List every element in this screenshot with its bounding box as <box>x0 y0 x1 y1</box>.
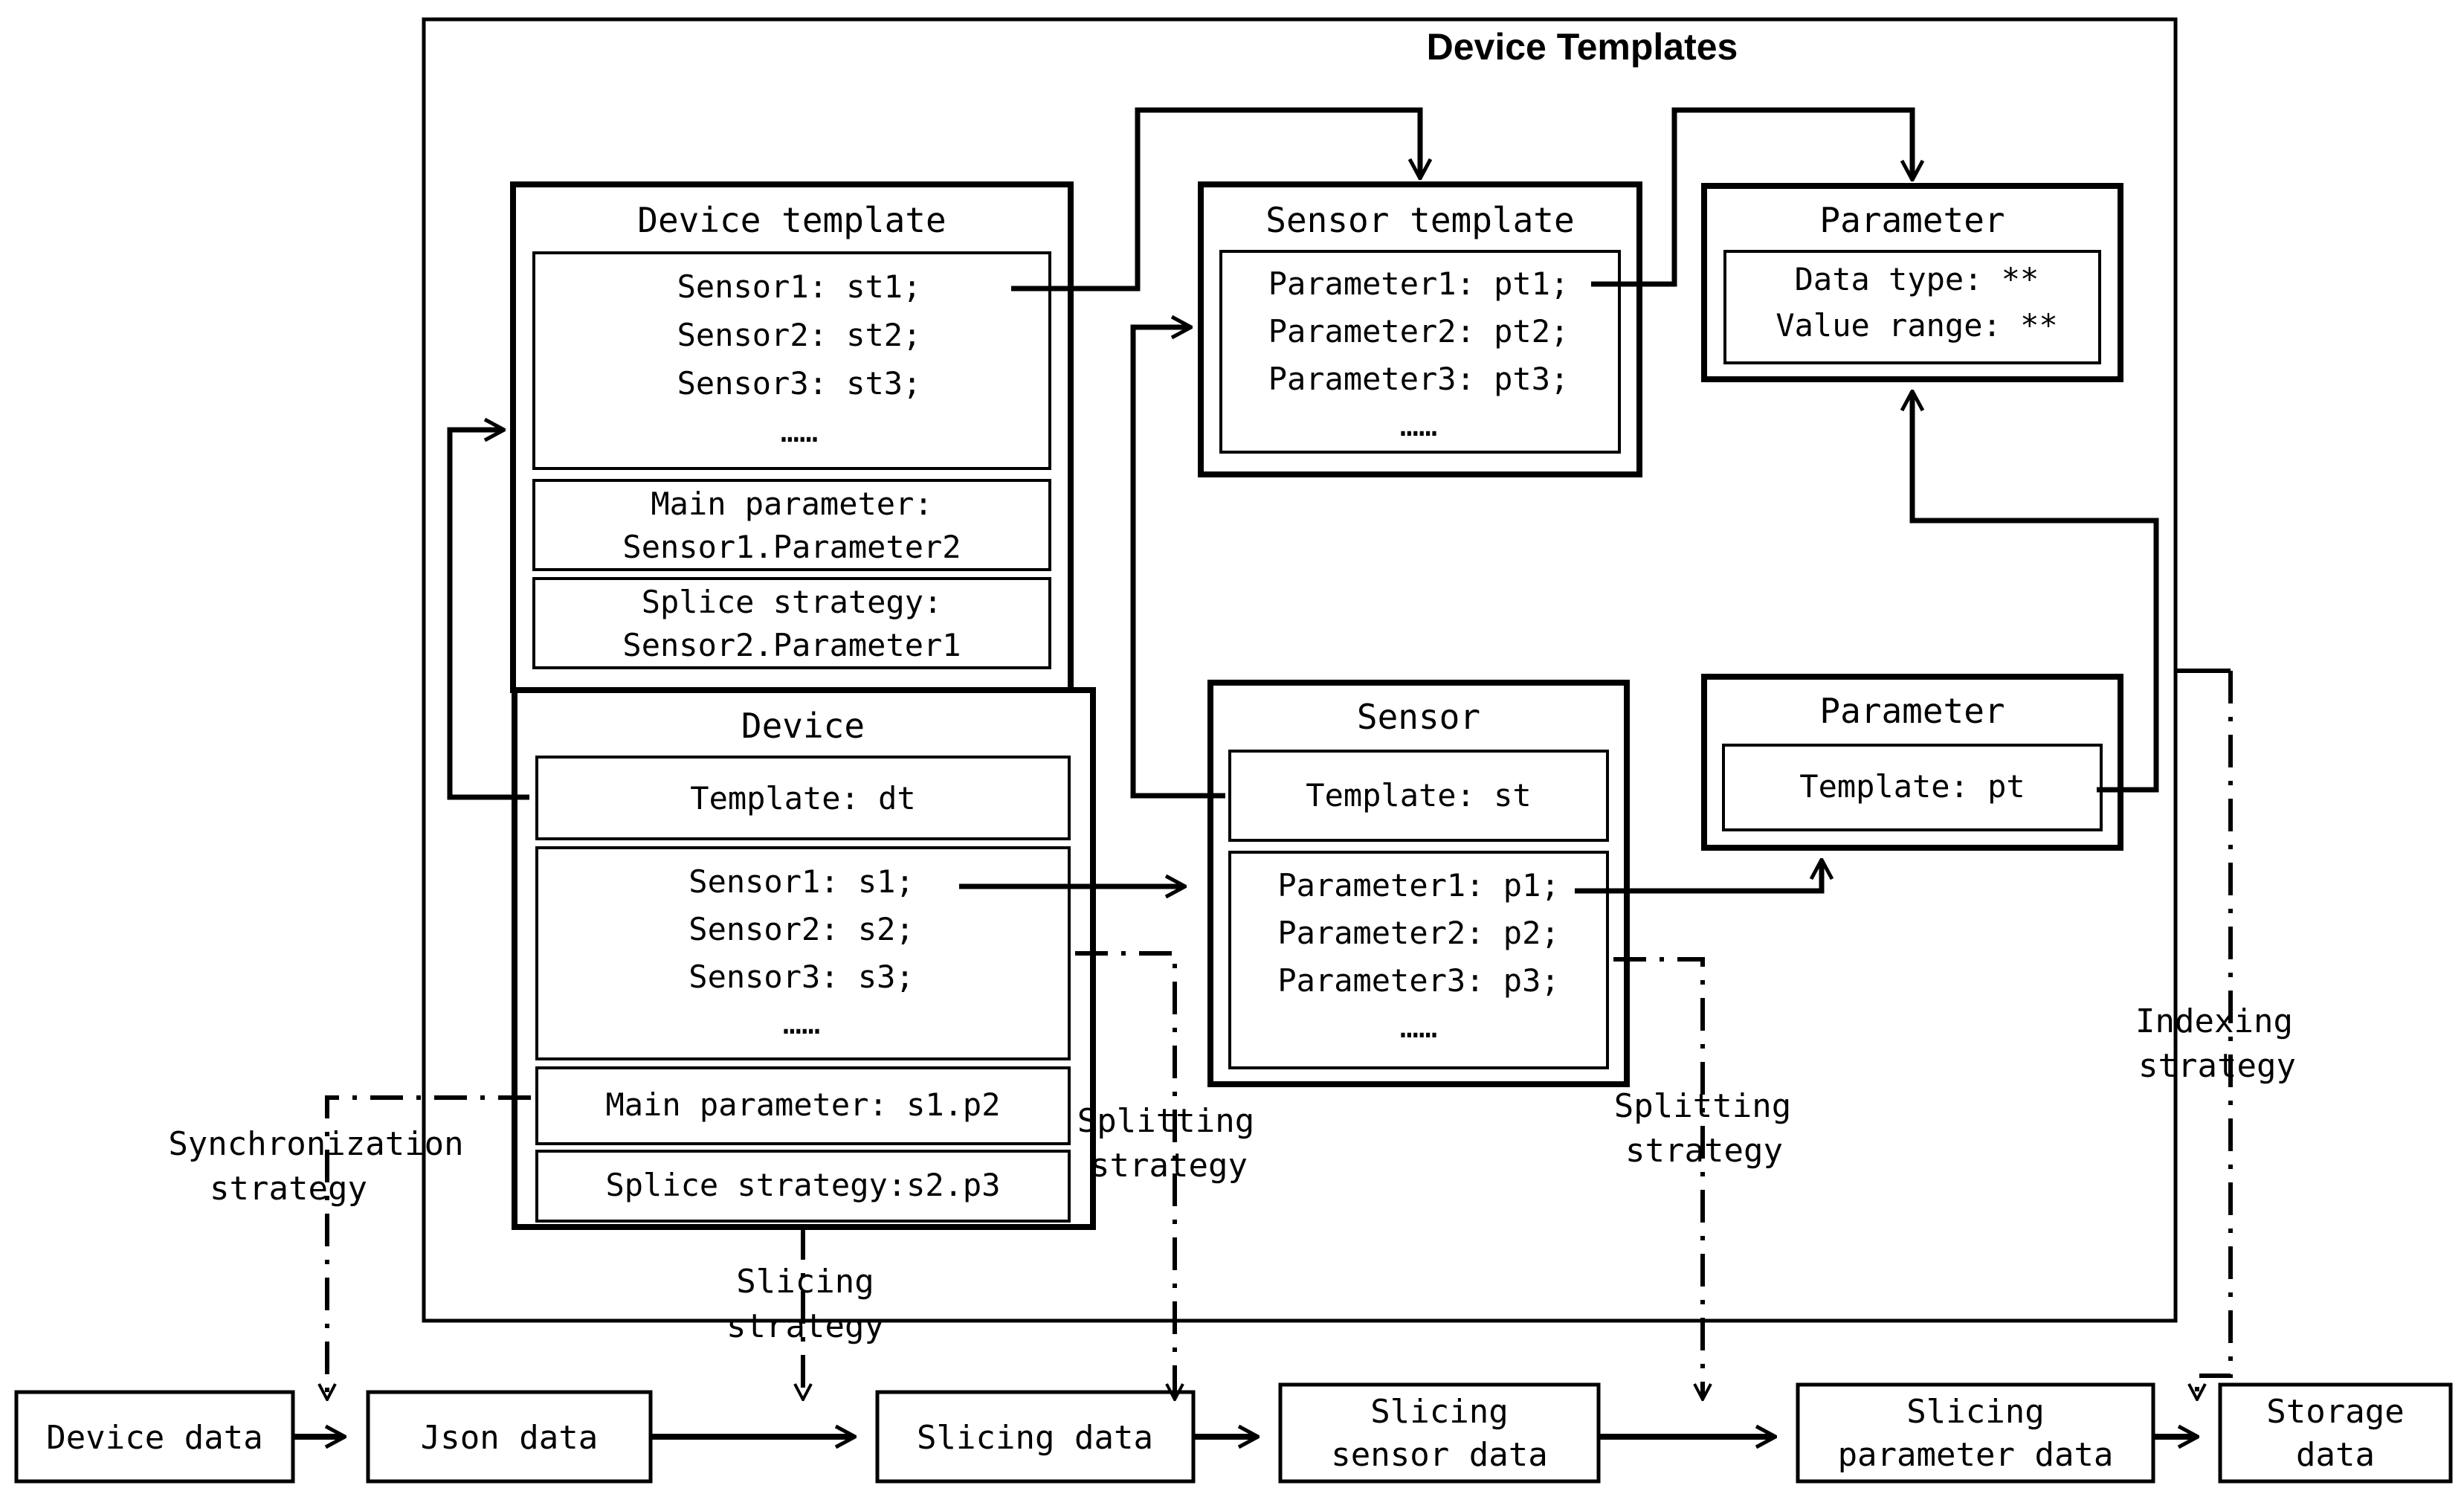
page-title: Device Templates <box>1427 26 1738 68</box>
sensor-template-parameter-1: Parameter1: pt1; <box>1268 265 1570 302</box>
connector-sensor-template-to-parameter-template <box>1591 107 1912 287</box>
sensor-header: Sensor <box>1357 697 1480 737</box>
slicing-strategy-line2: strategy <box>726 1307 884 1345</box>
device-template-field-value: Template: dt <box>690 780 915 817</box>
pipeline-node-storage-data-line2: data <box>2296 1436 2375 1474</box>
label-slicing-strategy: Slicing strategy <box>726 1263 884 1345</box>
connector-device-template-to-sensor-template <box>1011 107 1420 292</box>
device-template-sensor-list <box>532 251 1051 470</box>
parameter-template-header: Parameter <box>1819 200 2005 240</box>
sensor-template-box: Sensor template Parameter1: pt1; Paramet… <box>1198 181 1642 477</box>
device-template-splice-strategy-value: Sensor2.Parameter1 <box>622 627 961 663</box>
device-sensor-3: Sensor3: s3; <box>688 959 914 995</box>
device-template-sensor-3: Sensor3: st3; <box>677 365 922 402</box>
sensor-parameter-1: Parameter1: p1; <box>1277 867 1559 904</box>
device-sensor-list <box>535 846 1071 1060</box>
device-template-sensor-2: Sensor2: st2; <box>677 317 922 353</box>
connector-sensor-to-parameter <box>1575 861 1822 894</box>
connector-parameter-to-parameter-template <box>1912 393 2159 793</box>
device-template-sensor-ellipsis: …… <box>781 413 819 449</box>
device-box: Device Template: dt Sensor1: s1; Sensor2… <box>512 687 1096 1230</box>
device-splice-strategy <box>535 1150 1071 1223</box>
device-template-splice-strategy <box>532 577 1051 669</box>
label-synchronization-strategy: Synchronization strategy <box>168 1125 463 1208</box>
pipeline-node-slicing-parameter-data-line1: Slicing <box>1906 1393 2044 1431</box>
sensor-parameter-list <box>1228 851 1609 1069</box>
connector-sensor-to-sensor-template <box>1130 327 1225 799</box>
device-template-splice-strategy-label: Splice strategy: <box>642 584 943 620</box>
device-main-parameter <box>535 1066 1071 1145</box>
pipeline-node-slicing-sensor-data <box>1278 1382 1601 1484</box>
sensor-parameter-2: Parameter2: p2; <box>1277 915 1559 951</box>
line-splitting-strategy-left <box>1075 951 1175 1398</box>
line-indexing-strategy <box>2197 671 2233 1398</box>
splitting-strategy-left-line2: strategy <box>1090 1147 1248 1185</box>
device-template-header: Device template <box>637 200 946 240</box>
splitting-strategy-right-line2: strategy <box>1625 1132 1783 1170</box>
pipeline-node-device-data-label: Device data <box>46 1419 262 1457</box>
device-template-box: Device template Sensor1: st1; Sensor2: s… <box>510 181 1074 693</box>
device-template-main-parameter <box>532 479 1051 571</box>
device-template-main-parameter-label: Main parameter: <box>651 486 932 522</box>
device-template-sensor-1: Sensor1: st1; <box>677 268 922 305</box>
label-indexing-strategy: Indexing strategy <box>2135 1002 2296 1085</box>
sensor-template-header: Sensor template <box>1265 200 1574 240</box>
sensor-template-field-value: Template: st <box>1306 777 1531 814</box>
device-splice-strategy-value: Splice strategy:s2.p3 <box>605 1167 1000 1203</box>
device-sensor-ellipsis: …… <box>783 1005 821 1041</box>
label-splitting-strategy-right: Splitting strategy <box>1614 1087 1791 1170</box>
parameter-header: Parameter <box>1819 691 2005 731</box>
device-sensor-1: Sensor1: s1; <box>688 863 914 900</box>
parameter-template-fields <box>1723 250 2101 364</box>
sensor-template-parameter-2: Parameter2: pt2; <box>1268 313 1570 350</box>
indexing-strategy-line2: strategy <box>2138 1047 2296 1085</box>
sensor-template-parameter-ellipsis: …… <box>1400 407 1438 443</box>
connector-device-to-device-template <box>447 430 529 800</box>
parameter-template-box: Parameter Data type: ** Value range: ** <box>1701 183 2123 382</box>
device-template-main-parameter-value: Sensor1.Parameter2 <box>622 529 961 565</box>
device-header: Device <box>741 706 865 746</box>
parameter-box: Parameter Template: pt <box>1701 674 2123 851</box>
sensor-template-parameter-list <box>1219 250 1621 454</box>
line-synchronization-strategy <box>327 1095 531 1398</box>
device-template-field <box>535 756 1071 840</box>
pipeline-node-slicing-parameter-data <box>1796 1382 2155 1484</box>
pipeline-node-json-data-label: Json data <box>421 1419 598 1457</box>
splitting-strategy-left-line1: Splitting <box>1077 1102 1254 1140</box>
pipeline-node-slicing-sensor-data-line1: Slicing <box>1370 1393 1508 1431</box>
sensor-template-field <box>1228 750 1609 842</box>
synchronization-strategy-line1: Synchronization <box>168 1125 463 1163</box>
parameter-template-data-type: Data type: ** <box>1795 261 2039 297</box>
slicing-strategy-line1: Slicing <box>736 1263 874 1301</box>
synchronization-strategy-line2: strategy <box>210 1170 367 1208</box>
sensor-parameter-3: Parameter3: p3; <box>1277 962 1559 999</box>
label-splitting-strategy-left: Splitting strategy <box>1077 1102 1254 1185</box>
device-sensor-2: Sensor2: s2; <box>688 911 914 947</box>
sensor-parameter-ellipsis: …… <box>1400 1008 1438 1045</box>
parameter-template-value-range: Value range: ** <box>1776 307 2057 344</box>
device-main-parameter-value: Main parameter: s1.p2 <box>605 1086 1000 1123</box>
pipeline-node-storage-data <box>2218 1382 2453 1484</box>
sensor-template-parameter-3: Parameter3: pt3; <box>1268 361 1570 397</box>
pipeline-row: Device data Json data Slicing data Slici… <box>14 1382 2453 1484</box>
pipeline-node-slicing-data-label: Slicing data <box>917 1419 1153 1457</box>
pipeline-node-slicing-parameter-data-line2: parameter data <box>1838 1436 2114 1474</box>
sensor-box: Sensor Template: st Parameter1: p1; Para… <box>1207 680 1630 1087</box>
splitting-strategy-right-line1: Splitting <box>1614 1087 1791 1125</box>
indexing-strategy-line1: Indexing <box>2135 1002 2293 1040</box>
pipeline-node-slicing-sensor-data-line2: sensor data <box>1331 1436 1547 1474</box>
pipeline-node-storage-data-line1: Storage <box>2266 1393 2404 1431</box>
parameter-template-field-value: Template: pt <box>1799 768 2025 805</box>
line-splitting-strategy-right <box>1613 957 1703 1398</box>
